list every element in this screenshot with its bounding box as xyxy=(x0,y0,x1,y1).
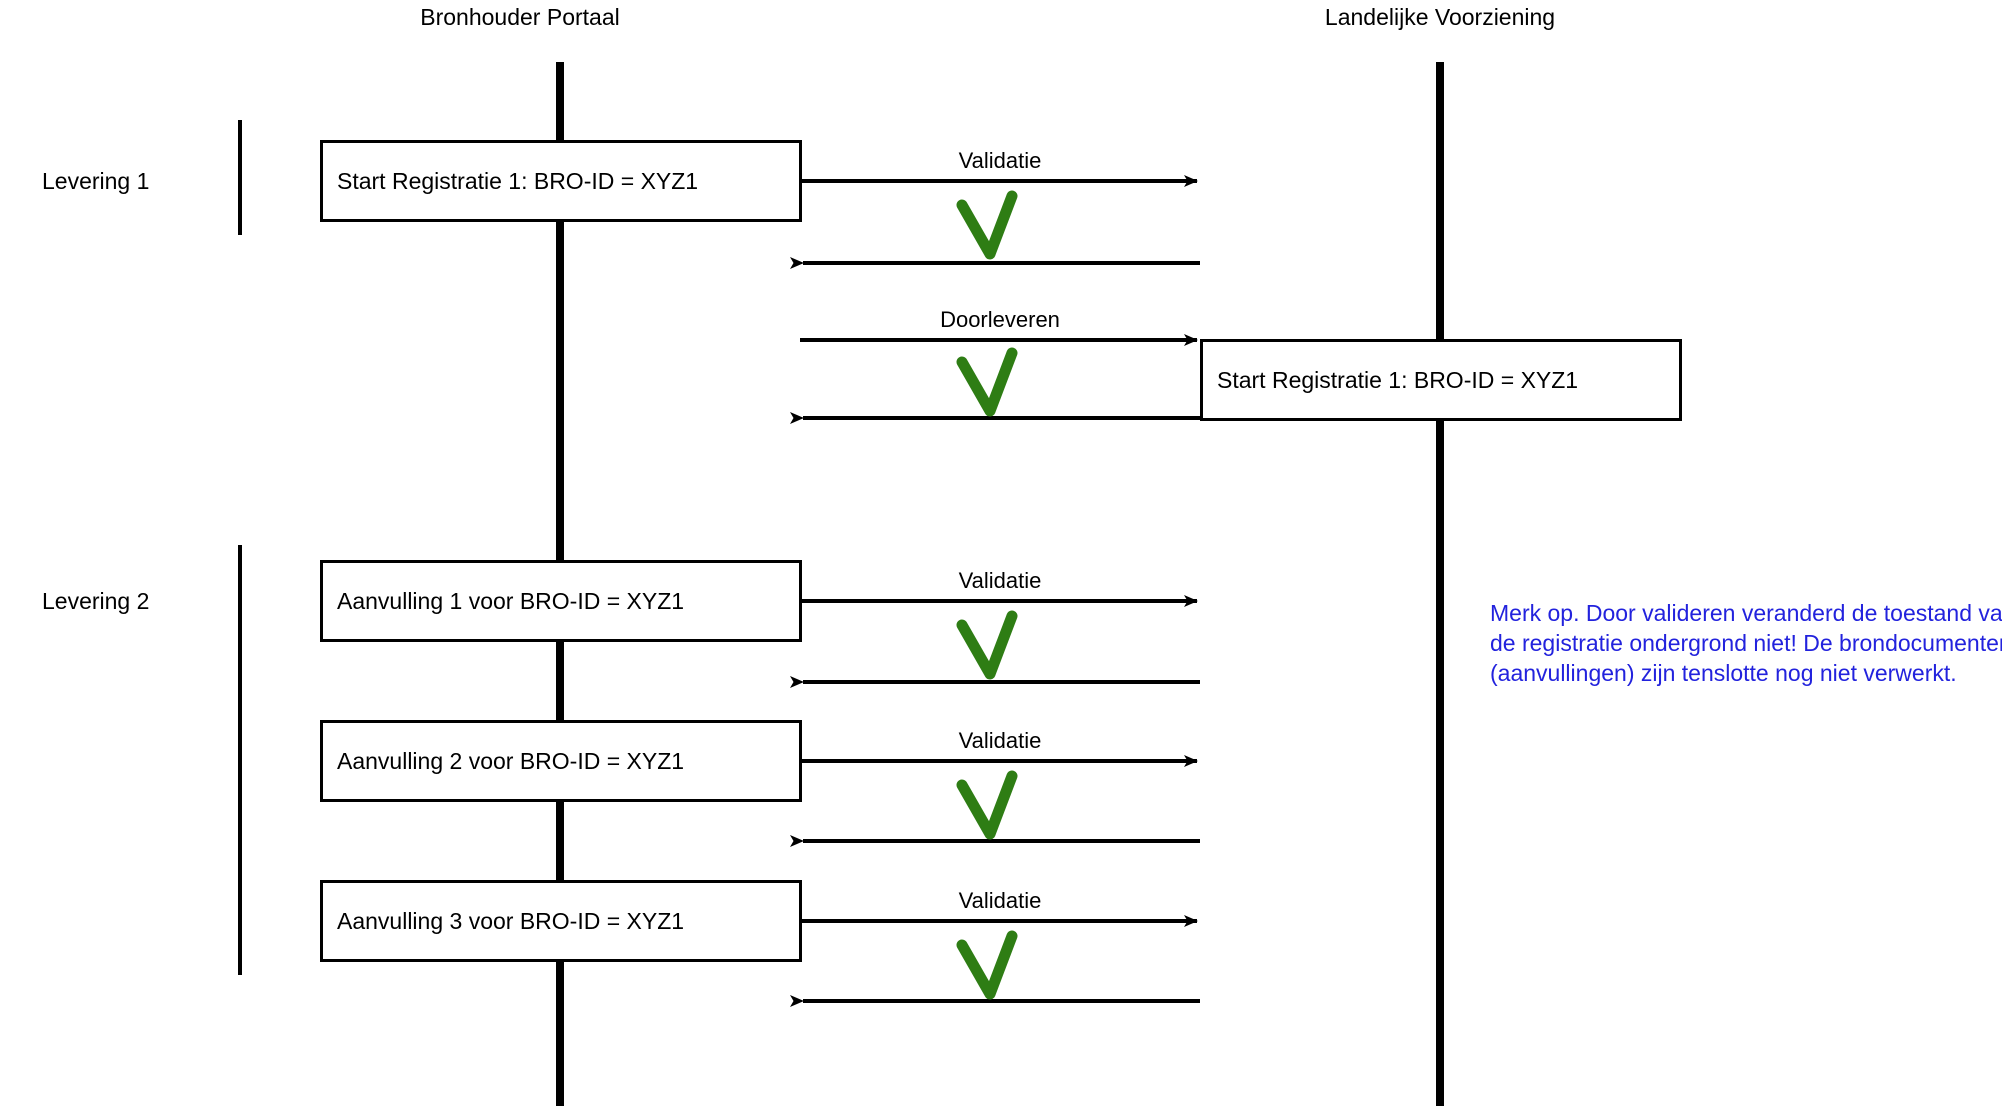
message-box-start-registratie-right[interactable]: Start Registratie 1: BRO-ID = XYZ1 xyxy=(1200,339,1682,421)
lane-label-levering-1: Levering 1 xyxy=(42,168,150,194)
check-icon-validatie-3 xyxy=(956,770,1018,840)
lifeline-header-landelijke-voorziening: Landelijke Voorziening xyxy=(1324,4,1556,30)
message-box-aanvulling-3[interactable]: Aanvulling 3 voor BRO-ID = XYZ1 xyxy=(320,880,802,962)
message-box-aanvulling-1[interactable]: Aanvulling 1 voor BRO-ID = XYZ1 xyxy=(320,560,802,642)
message-label-validatie-1: Validatie xyxy=(958,148,1042,173)
annotation-note-validatie: Merk op. Door valideren veranderd de toe… xyxy=(1490,600,2002,686)
check-icon-validatie-1 xyxy=(956,190,1018,260)
check-icon-validatie-4 xyxy=(956,930,1018,1000)
message-label-validatie-3: Validatie xyxy=(958,728,1042,753)
lane-label-levering-2: Levering 2 xyxy=(42,588,150,614)
message-box-start-registratie-left[interactable]: Start Registratie 1: BRO-ID = XYZ1 xyxy=(320,140,802,222)
check-icon-doorleveren xyxy=(956,347,1018,417)
message-label-validatie-4: Validatie xyxy=(958,888,1042,913)
check-icon-validatie-2 xyxy=(956,610,1018,680)
message-box-aanvulling-2[interactable]: Aanvulling 2 voor BRO-ID = XYZ1 xyxy=(320,720,802,802)
message-label-validatie-2: Validatie xyxy=(958,568,1042,593)
message-label-doorleveren: Doorleveren xyxy=(940,307,1060,332)
lifeline-header-bronhouder-portaal: Bronhouder Portaal xyxy=(420,4,620,30)
